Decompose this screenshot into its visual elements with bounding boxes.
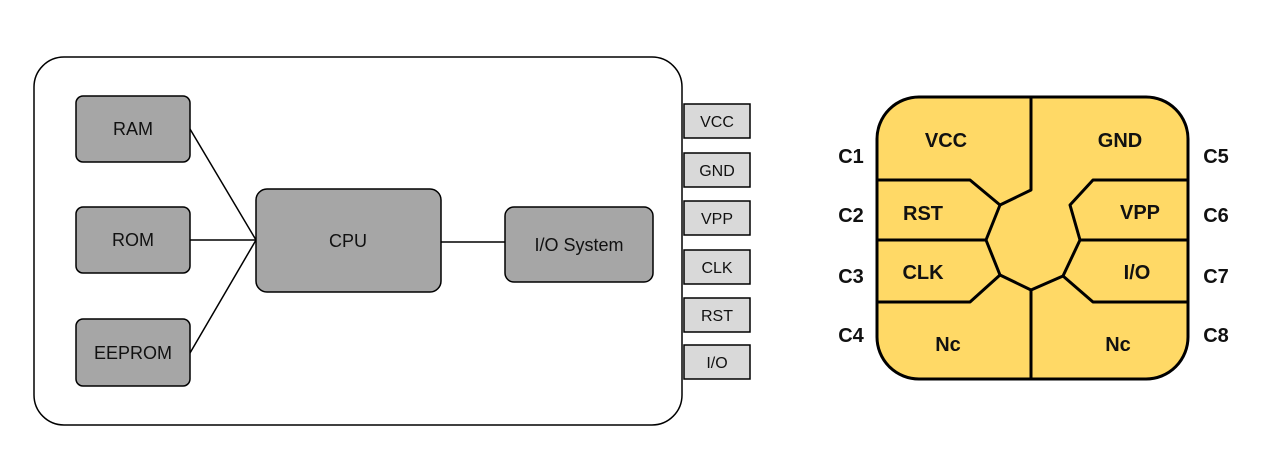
pin-label: CLK	[701, 260, 732, 277]
pin-label: VCC	[700, 114, 734, 131]
contact-label-c8: C8	[1203, 325, 1229, 347]
ram-block: RAM	[75, 95, 191, 163]
eeprom-label: EEPROM	[94, 343, 172, 363]
contact-label-c3: C3	[838, 266, 864, 288]
contact-label-c7: C7	[1203, 266, 1229, 288]
contact-label-c6: C6	[1203, 205, 1229, 227]
pin-tab: GND	[683, 152, 751, 188]
contact-label-c2: C2	[838, 205, 864, 227]
pad-c1-vcc: VCC	[925, 130, 967, 152]
connection-lines	[189, 128, 505, 354]
contact-label-c5: C5	[1203, 146, 1229, 168]
pin-label: GND	[699, 163, 735, 180]
pin-tab: VPP	[683, 200, 751, 236]
pad-c3-clk: CLK	[902, 262, 944, 284]
cpu-label: CPU	[329, 231, 367, 251]
contact-label-c4: C4	[838, 325, 864, 347]
rom-block: ROM	[75, 206, 191, 274]
io-system-block: I/O System	[504, 206, 654, 283]
pin-tabs: VCC GND VPP CLK RST I/O	[683, 103, 751, 380]
chip-contact-diagram: VCC GND RST VPP CLK I/O Nc Nc C1 C2 C3 C…	[838, 95, 1229, 381]
pin-label: RST	[701, 308, 733, 325]
pin-label: I/O	[706, 355, 727, 372]
rom-label: ROM	[112, 230, 154, 250]
pin-label: VPP	[701, 211, 733, 228]
card-block-diagram: RAM ROM EEPROM CPU I/O System VCC	[33, 56, 751, 426]
eeprom-block: EEPROM	[75, 318, 191, 387]
pad-c4-nc: Nc	[935, 334, 961, 356]
pad-c2-rst: RST	[903, 203, 943, 225]
cpu-block: CPU	[255, 188, 442, 293]
contact-label-c1: C1	[838, 146, 864, 168]
pin-tab: VCC	[683, 103, 751, 139]
pad-c6-vpp: VPP	[1120, 202, 1160, 224]
pin-tab: CLK	[683, 249, 751, 285]
pin-tab: I/O	[683, 344, 751, 380]
ram-label: RAM	[113, 119, 153, 139]
pad-c8-nc: Nc	[1105, 334, 1131, 356]
pad-dividers	[875, 95, 1190, 381]
eeprom-cpu-link	[189, 239, 257, 354]
ram-cpu-link	[189, 128, 257, 241]
pad-c7-io: I/O	[1124, 262, 1151, 284]
io-system-label: I/O System	[534, 235, 623, 255]
pin-tab: RST	[683, 297, 751, 333]
pad-c5-gnd: GND	[1098, 130, 1142, 152]
